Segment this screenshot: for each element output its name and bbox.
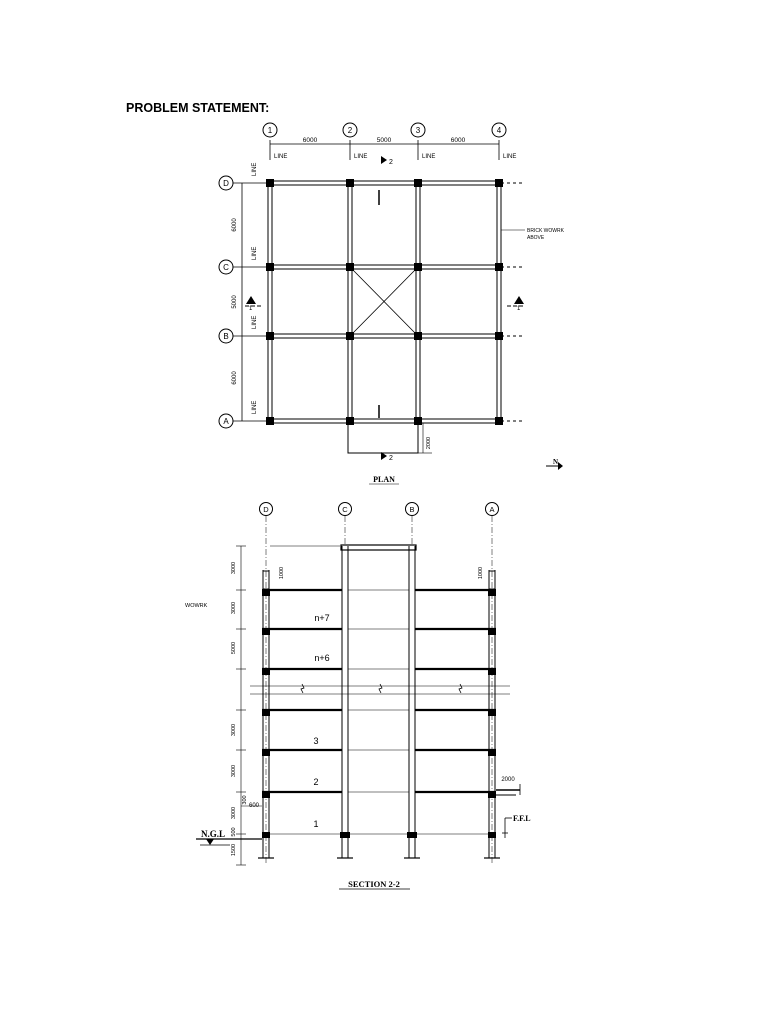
landing-dimension: 2000 (426, 437, 432, 449)
section-grid-D: D (263, 505, 269, 514)
parapet-dim-left: 1000 (279, 567, 285, 579)
cline-C: LINE (252, 247, 258, 260)
section-drawing (196, 502, 521, 890)
cline-D: LINE (252, 163, 258, 176)
left-dim-9: 1500 (231, 844, 237, 856)
span-x-1: 6000 (303, 137, 318, 144)
plan-title: PLAN (373, 475, 395, 484)
plan-labels: 1 2 3 4 6000 5000 6000 LINE LINE LINE LI… (223, 126, 564, 484)
parapet-dim-right: 1000 (478, 567, 484, 579)
problem-statement-heading: PROBLEM STATEMENT: (126, 101, 270, 115)
section-columns (262, 546, 496, 858)
grid-label-1: 1 (268, 126, 273, 135)
section-grid-B: B (409, 505, 414, 514)
left-dim-2: 3000 (231, 602, 237, 614)
cline-2: LINE (354, 154, 367, 160)
side-note-wowrk: WOWRK (185, 603, 208, 609)
section-grid-A: A (489, 505, 494, 514)
small-dim-600: 600 (249, 803, 260, 809)
section-title: SECTION 2-2 (348, 879, 400, 889)
section-slabs (262, 588, 496, 794)
section-mark-bottom: 2 (389, 455, 393, 462)
ffl-label: F.F.L (513, 814, 531, 823)
grid-label-D: D (223, 179, 229, 188)
north-label: N (553, 458, 558, 466)
opening-cross-2 (351, 268, 417, 335)
plan-drawing (218, 122, 563, 485)
brick-note-line-1: BRICK WOWRK (527, 228, 565, 234)
section-mark-top: 2 (389, 159, 393, 166)
span-y-3: 6000 (232, 371, 238, 385)
cline-4: LINE (503, 154, 516, 160)
section-beam-stubs (262, 590, 496, 838)
cline-A: LINE (252, 401, 258, 414)
brick-note-line-2: ABOVE (527, 235, 545, 241)
floor-label-n7: n+7 (314, 613, 329, 623)
cline-1: LINE (274, 154, 287, 160)
left-dim-7: 3000 (231, 807, 237, 819)
grid-label-2: 2 (348, 126, 353, 135)
plan-beams (267, 180, 525, 424)
plan-grid-bubbles-y (218, 175, 234, 429)
landing-outline (347, 422, 419, 454)
left-dim-6: 300 (242, 795, 248, 804)
span-y-2: 5000 (232, 295, 238, 309)
left-dim-5: 3000 (231, 765, 237, 777)
section-labels: D C B A n+7 n+6 3 2 1 3000 3000 5000 300… (185, 505, 531, 889)
stair-tower-roof (340, 544, 417, 551)
section-mark-left: 1 (249, 306, 253, 312)
grid-label-A: A (223, 417, 229, 426)
ngl-label: N.G.L (201, 829, 225, 839)
span-x-2: 5000 (377, 137, 392, 144)
left-dim-4: 3000 (231, 724, 237, 736)
left-dim-8: 500 (231, 827, 237, 836)
grid-label-3: 3 (416, 126, 421, 135)
left-dim-1: 3000 (231, 562, 237, 574)
left-dim-3: 5000 (231, 642, 237, 654)
grid-label-C: C (223, 263, 229, 272)
cline-3: LINE (422, 154, 435, 160)
plan-columns (266, 179, 503, 425)
span-x-3: 6000 (451, 137, 466, 144)
grid-label-B: B (223, 332, 228, 341)
span-y-1: 6000 (232, 218, 238, 232)
floor-label-1: 1 (313, 819, 318, 829)
cline-B: LINE (252, 316, 258, 329)
section-grid-C: C (342, 505, 348, 514)
floor-label-3: 3 (313, 736, 318, 746)
section-mark-right: 1 (517, 306, 521, 312)
floor-label-2: 2 (313, 777, 318, 787)
floor-label-n6: n+6 (314, 653, 329, 663)
grid-label-4: 4 (497, 126, 502, 135)
plan-grid-bubbles-x (262, 122, 507, 138)
cantilever-dim: 2000 (501, 777, 515, 783)
